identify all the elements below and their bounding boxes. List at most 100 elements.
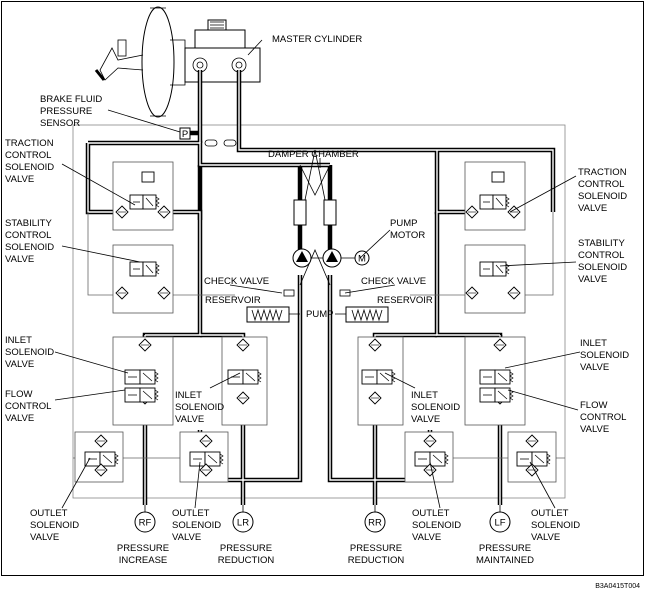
spool-flow xyxy=(483,372,508,382)
figure-code: B3A0415T004 xyxy=(595,583,640,590)
stability-valve-left xyxy=(112,244,174,314)
label-line: VALVE xyxy=(578,203,607,214)
label-line: FLOW xyxy=(580,400,607,411)
check-ball xyxy=(141,171,155,183)
label-line: INLET xyxy=(175,390,202,401)
label-flow-right: FLOW CONTROL VALVE xyxy=(580,400,626,435)
label-check-valve-left: CHECK VALVE xyxy=(204,276,269,287)
label-line: VALVE xyxy=(412,532,441,543)
spool-flow xyxy=(483,197,504,207)
valve-details xyxy=(84,171,551,477)
spring-symbol xyxy=(444,453,449,465)
pump-left xyxy=(292,248,312,268)
label-line: VALVE xyxy=(531,532,560,543)
label-outlet-3: OUTLET SOLENOID VALVE xyxy=(412,508,461,543)
label-line: INLET xyxy=(411,390,438,401)
spool-flow xyxy=(483,390,508,400)
label-stability-left: STABILITY CONTROL SOLENOID VALVE xyxy=(5,218,54,265)
label-line: REDUCTION xyxy=(218,555,275,566)
wheel-rr-label: RR xyxy=(368,518,382,529)
label-pump: PUMP xyxy=(306,309,333,320)
stability-valve-right xyxy=(464,244,526,314)
label-traction-right: TRACTION CONTROL SOLENOID VALVE xyxy=(578,167,627,214)
label-line: PRESSURE xyxy=(479,543,531,554)
label-brake-fluid-2: PRESSURE xyxy=(40,106,92,117)
label-line: MAINTAINED xyxy=(476,555,534,566)
label-outlet-2: OUTLET SOLENOID VALVE xyxy=(172,508,221,543)
label-line: STABILITY xyxy=(578,238,625,249)
label-inlet-center-right: INLET SOLENOID VALVE xyxy=(411,390,460,425)
label-line: REDUCTION xyxy=(348,555,405,566)
label-line: SOLENOID xyxy=(578,262,627,273)
brake-booster-assembly xyxy=(94,6,186,118)
label-line: VALVE xyxy=(30,532,59,543)
label-line: OUTLET xyxy=(412,508,450,519)
reservoir-left xyxy=(246,289,295,323)
motor-symbol: M xyxy=(358,254,366,265)
label-check-valve-right: CHECK VALVE xyxy=(361,276,426,287)
label-pump-motor: PUMP MOTOR xyxy=(390,218,425,241)
label-line: VALVE xyxy=(5,174,34,185)
pump-motor: M xyxy=(354,250,370,266)
spring-symbol xyxy=(155,263,160,275)
master-cylinder xyxy=(184,19,261,83)
spring-symbol xyxy=(219,453,224,465)
wheel-rf-label: RF xyxy=(139,518,152,529)
label-inlet-left: INLET SOLENOID VALVE xyxy=(5,335,54,370)
spool-flow xyxy=(128,372,153,382)
spool-flow xyxy=(365,372,390,382)
pressure-sensor: P xyxy=(179,127,191,140)
label-brake-fluid-3: SENSOR xyxy=(40,118,80,129)
spring-symbol xyxy=(154,371,159,383)
label-line: INLET xyxy=(580,338,607,349)
label-brake-fluid-1: BRAKE FLUID xyxy=(40,94,102,105)
label-outlet-1: OUTLET SOLENOID VALVE xyxy=(30,508,79,543)
label-line: VALVE xyxy=(580,362,609,373)
spring-symbol xyxy=(546,453,551,465)
label-line: SOLENOID xyxy=(30,520,79,531)
label-line: OUTLET xyxy=(30,508,68,519)
damper-chamber xyxy=(293,149,337,286)
figure-frame xyxy=(1,1,644,576)
sensor-symbol: P xyxy=(182,129,188,140)
label-line: PUMP xyxy=(390,218,417,229)
label-line: CONTROL xyxy=(580,412,626,423)
label-line: SOLENOID xyxy=(5,347,54,358)
state-lf: PRESSURE MAINTAINED xyxy=(476,543,534,566)
label-line: CONTROL xyxy=(578,179,624,190)
spring-symbol xyxy=(114,453,119,465)
label-line: OUTLET xyxy=(531,508,569,519)
wheel-lf: LF xyxy=(489,505,511,533)
spool-flow xyxy=(133,197,154,207)
label-reservoir-right: RESERVOIR xyxy=(377,295,433,306)
label-line: OUTLET xyxy=(172,508,210,519)
wheel-lr-label: LR xyxy=(237,518,249,529)
label-inlet-right: INLET SOLENOID VALVE xyxy=(580,338,629,373)
modulator-housing xyxy=(72,124,566,499)
label-stability-right: STABILITY CONTROL SOLENOID VALVE xyxy=(578,238,627,285)
spring-symbol xyxy=(509,371,514,383)
label-line: MOTOR xyxy=(390,230,425,241)
spool-flow xyxy=(483,264,504,274)
spool-flow xyxy=(193,454,218,464)
label-line: VALVE xyxy=(411,414,440,425)
label-line: VALVE xyxy=(5,359,34,370)
label-reservoir-left: RESERVOIR xyxy=(205,295,261,306)
wheel-lr: LR xyxy=(232,505,254,533)
label-line: VALVE xyxy=(5,413,34,424)
label-line: VALVE xyxy=(5,254,34,265)
label-line: SOLENOID xyxy=(5,242,54,253)
reservoir-right xyxy=(339,289,389,323)
label-line: SOLENOID xyxy=(411,402,460,413)
label-line: CONTROL xyxy=(578,250,624,261)
spool-flow xyxy=(128,390,153,400)
label-line: PRESSURE xyxy=(220,543,272,554)
label-line: PRESSURE xyxy=(117,543,169,554)
spring-symbol xyxy=(154,389,159,401)
pump-right xyxy=(322,248,342,268)
label-line: SOLENOID xyxy=(172,520,221,531)
check-ball xyxy=(491,171,505,183)
wheel-lf-label: LF xyxy=(494,518,505,529)
spring-symbol xyxy=(257,371,262,383)
